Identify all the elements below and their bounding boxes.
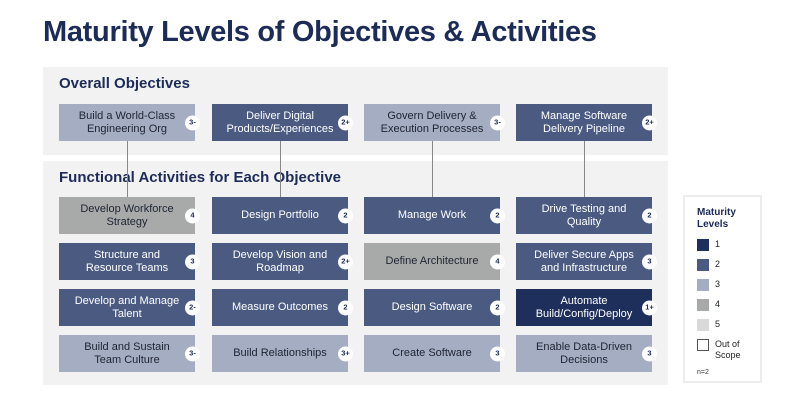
- legend-swatch: [697, 259, 709, 271]
- box-label: Structure and Resource Teams: [85, 249, 169, 274]
- activity-box[interactable]: Develop and Manage Talent 2-: [59, 289, 200, 326]
- overall-objectives-heading: Overall Objectives: [59, 75, 190, 92]
- box-label: Create Software: [392, 347, 472, 360]
- connector-line: [584, 141, 585, 197]
- maturity-score-badge: 2+: [338, 254, 353, 269]
- box-label: Drive Testing and Quality: [541, 203, 627, 228]
- box-label: Develop Vision and Roadmap: [232, 249, 328, 274]
- maturity-score-badge: 2: [642, 208, 657, 223]
- box-label: Measure Outcomes: [232, 301, 328, 314]
- legend-label: 1: [715, 239, 721, 249]
- maturity-score-badge: 2+: [642, 115, 657, 130]
- activity-box[interactable]: Develop Workforce Strategy 4: [59, 197, 200, 234]
- activity-box[interactable]: Build Relationships 3+: [212, 335, 353, 372]
- activity-box[interactable]: Structure and Resource Teams 3: [59, 243, 200, 280]
- activity-box[interactable]: Deliver Secure Apps and Infrastructure 3: [516, 243, 657, 280]
- legend-item: 3: [697, 279, 748, 291]
- maturity-score-badge: 2+: [338, 115, 353, 130]
- objective-box[interactable]: Manage Software Delivery Pipeline 2+: [516, 104, 657, 141]
- box-label: Build and Sustain Team Culture: [84, 341, 170, 366]
- box-label: Define Architecture: [385, 255, 479, 268]
- legend-item: Out of Scope: [697, 339, 748, 361]
- legend-item: 1: [697, 239, 748, 251]
- maturity-score-badge: 2: [490, 208, 505, 223]
- maturity-score-badge: 3: [185, 254, 200, 269]
- legend-swatch: [697, 319, 709, 331]
- maturity-score-badge: 2: [338, 300, 353, 315]
- box-label: Manage Work: [397, 209, 467, 222]
- functional-activities-heading: Functional Activities for Each Objective: [59, 169, 342, 186]
- maturity-score-badge: 3: [490, 346, 505, 361]
- box-label: Design Portfolio: [241, 209, 319, 222]
- box-label: Design Software: [391, 301, 473, 314]
- maturity-score-badge: 2-: [185, 300, 200, 315]
- maturity-score-badge: 2: [490, 300, 505, 315]
- maturity-score-badge: 3-: [490, 115, 505, 130]
- activity-box[interactable]: Create Software 3: [364, 335, 505, 372]
- box-label: Deliver Secure Apps and Infrastructure: [534, 249, 634, 274]
- legend-label: 4: [715, 299, 721, 309]
- legend-swatch: [697, 279, 709, 291]
- legend-note: n=2: [697, 369, 709, 376]
- connector-line: [127, 141, 128, 197]
- activity-box[interactable]: Build and Sustain Team Culture 3-: [59, 335, 200, 372]
- activity-box[interactable]: Design Portfolio 2: [212, 197, 353, 234]
- legend-label: 5: [715, 319, 721, 329]
- legend-label: 2: [715, 259, 721, 269]
- maturity-score-badge: 4: [185, 208, 200, 223]
- objective-box[interactable]: Build a World-Class Engineering Org 3-: [59, 104, 200, 141]
- activity-box[interactable]: Define Architecture 4: [364, 243, 505, 280]
- box-label: Develop Workforce Strategy: [80, 203, 174, 228]
- box-label: Build a World-Class Engineering Org: [78, 110, 176, 135]
- box-label: Govern Delivery & Execution Processes: [380, 110, 484, 135]
- legend-item: 2: [697, 259, 748, 271]
- legend-item: 4: [697, 299, 748, 311]
- activity-box[interactable]: Enable Data-Driven Decisions 3: [516, 335, 657, 372]
- box-label: Automate Build/Config/Deploy: [535, 295, 633, 320]
- activity-box[interactable]: Develop Vision and Roadmap 2+: [212, 243, 353, 280]
- activity-box[interactable]: Automate Build/Config/Deploy 1+: [516, 289, 657, 326]
- maturity-score-badge: 3+: [338, 346, 353, 361]
- maturity-score-badge: 2: [338, 208, 353, 223]
- legend-swatch: [697, 239, 709, 251]
- legend-swatch: [697, 299, 709, 311]
- box-label: Build Relationships: [233, 347, 327, 360]
- box-label: Develop and Manage Talent: [74, 295, 180, 320]
- objective-box[interactable]: Deliver Digital Products/Experiences 2+: [212, 104, 353, 141]
- box-label: Deliver Digital Products/Experiences: [226, 110, 334, 135]
- maturity-score-badge: 3-: [185, 346, 200, 361]
- connector-line: [280, 141, 281, 197]
- activity-box[interactable]: Design Software 2: [364, 289, 505, 326]
- connector-line: [432, 141, 433, 197]
- legend-swatch: [697, 339, 709, 351]
- maturity-score-badge: 3: [642, 254, 657, 269]
- legend-title: Maturity Levels: [697, 207, 736, 230]
- maturity-score-badge: 1+: [642, 300, 657, 315]
- page-title: Maturity Levels of Objectives & Activiti…: [43, 16, 597, 48]
- legend-item: 5: [697, 319, 748, 331]
- maturity-score-badge: 3: [642, 346, 657, 361]
- maturity-score-badge: 4: [490, 254, 505, 269]
- activity-box[interactable]: Drive Testing and Quality 2: [516, 197, 657, 234]
- box-label: Manage Software Delivery Pipeline: [540, 110, 628, 135]
- activity-box[interactable]: Measure Outcomes 2: [212, 289, 353, 326]
- objective-box[interactable]: Govern Delivery & Execution Processes 3-: [364, 104, 505, 141]
- maturity-score-badge: 3-: [185, 115, 200, 130]
- legend-label: 3: [715, 279, 721, 289]
- legend-label: Out of Scope: [715, 339, 741, 360]
- box-label: Enable Data-Driven Decisions: [536, 341, 632, 366]
- activity-box[interactable]: Manage Work 2: [364, 197, 505, 234]
